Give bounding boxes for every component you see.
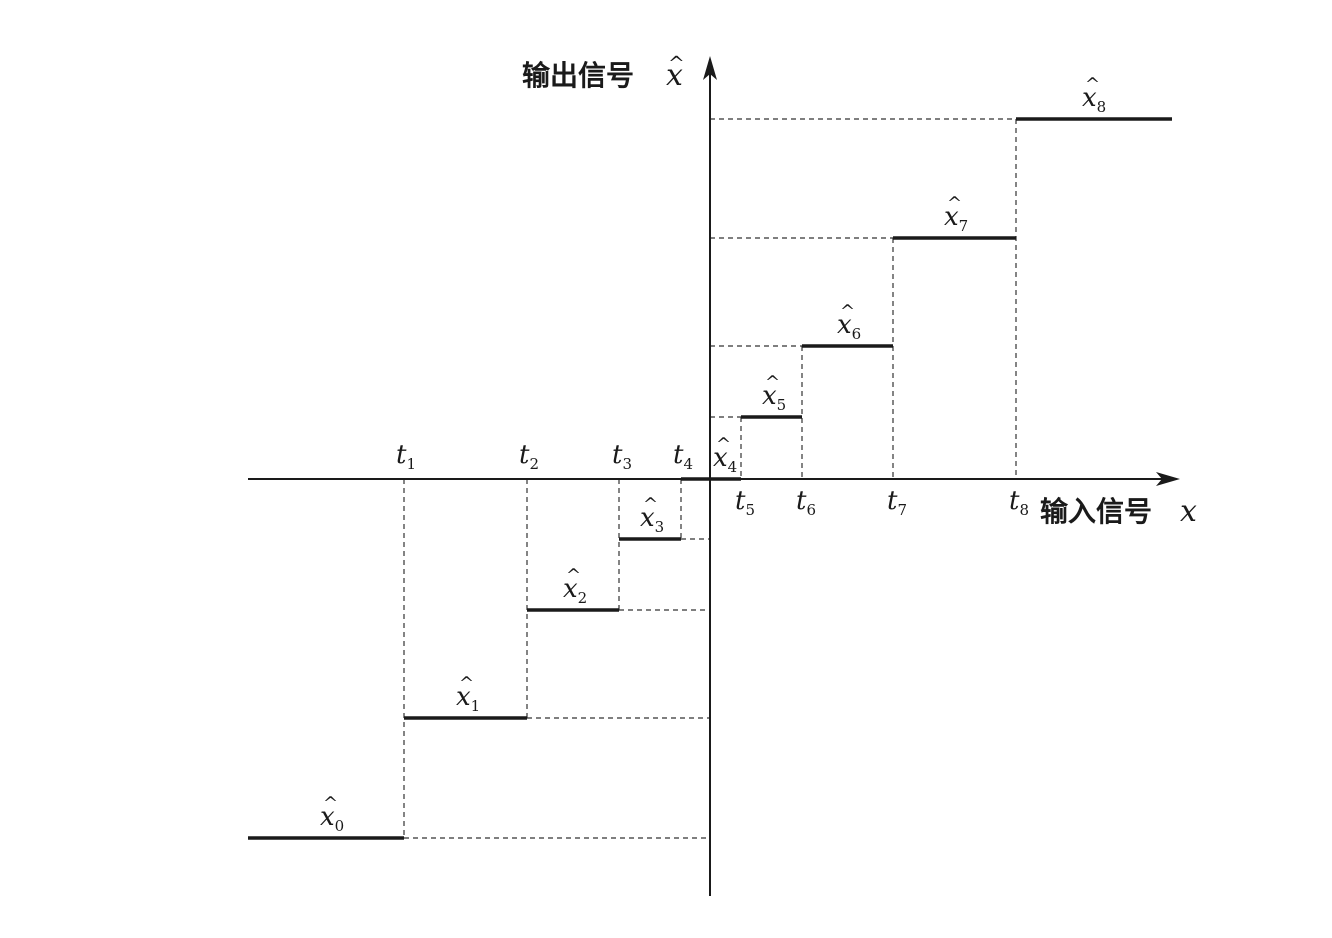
- guide-lines: [403, 118, 1017, 839]
- level-x7: ^ x7: [944, 193, 968, 235]
- threshold-t7: t7: [887, 486, 907, 519]
- step-levels: [248, 117, 1172, 840]
- x-axis-label-text: 输入信号: [1040, 495, 1152, 528]
- level-x7-label: x7: [944, 202, 968, 235]
- y-axis-label: 输出信号 x ^: [522, 51, 685, 93]
- level-x4: ^ x4: [713, 434, 737, 476]
- level-x0-label: x0: [320, 802, 344, 835]
- level-x2-hat: ^: [566, 565, 581, 586]
- level-x3-hat: ^: [643, 494, 658, 515]
- level-x8: ^ x8: [1082, 74, 1106, 116]
- x-axis-arrow: [1156, 472, 1180, 486]
- level-x6-label: x6: [837, 310, 861, 343]
- axes: [248, 56, 1180, 896]
- y-axis-label-hat: ^: [668, 51, 685, 75]
- x-axis-label-symbol: x: [1180, 494, 1197, 529]
- threshold-t8: t8: [1009, 486, 1029, 519]
- level-x0-hat: ^: [323, 793, 338, 814]
- threshold-t5: t5: [735, 486, 755, 519]
- level-x4-label: x4: [713, 443, 737, 476]
- threshold-t6: t6: [796, 486, 816, 519]
- y-axis-label-symbol: x: [666, 58, 683, 93]
- level-x2: ^ x2: [563, 565, 587, 607]
- level-x1: ^ x1: [456, 673, 480, 715]
- level-labels: ^ x0 ^ x1 ^ x2 ^ x3 ^ x4 ^ x5 ^ x6 ^ x7: [320, 74, 1106, 835]
- level-x5-hat: ^: [765, 372, 780, 393]
- level-x3-label: x3: [640, 503, 664, 536]
- y-axis-label-text: 输出信号: [522, 59, 634, 92]
- level-x5: ^ x5: [762, 372, 786, 414]
- level-x6-hat: ^: [840, 301, 855, 322]
- threshold-labels: t1 t2 t3 t4 t5 t6 t7 t8: [396, 440, 1029, 519]
- level-x8-hat: ^: [1085, 74, 1100, 95]
- level-x5-label: x5: [762, 381, 786, 414]
- level-x8-label: x8: [1082, 83, 1106, 116]
- level-x2-label: x2: [563, 574, 587, 607]
- threshold-t2: t2: [519, 440, 539, 473]
- level-x7-hat: ^: [947, 193, 962, 214]
- level-x4-hat: ^: [716, 434, 731, 455]
- level-x6: ^ x6: [837, 301, 861, 343]
- x-axis-label: 输入信号 x: [1040, 494, 1197, 529]
- threshold-t3: t3: [612, 440, 632, 473]
- level-x1-label: x1: [456, 682, 480, 715]
- level-x1-hat: ^: [459, 673, 474, 694]
- level-x0: ^ x0: [320, 793, 344, 835]
- y-axis-arrow: [703, 56, 717, 80]
- level-x3: ^ x3: [640, 494, 664, 536]
- threshold-t4: t4: [673, 440, 693, 473]
- threshold-t1: t1: [396, 440, 416, 473]
